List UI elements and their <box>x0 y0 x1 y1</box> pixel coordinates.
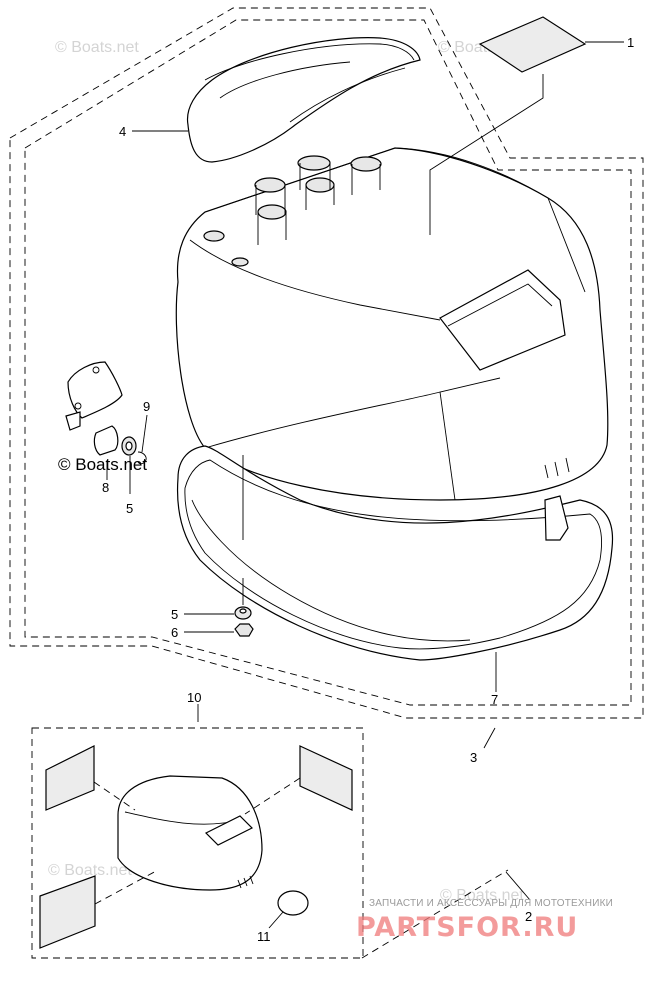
callout-5b: 5 <box>171 607 178 622</box>
watermark-text: © Boats.net <box>55 39 139 56</box>
top-cowling-part-3 <box>175 147 609 501</box>
callout-5a: 5 <box>126 501 133 516</box>
top-cover-part-4 <box>186 37 421 163</box>
callout-6: 6 <box>171 625 178 640</box>
washer-nut-parts <box>234 578 254 637</box>
watermark-text: © Boats.net <box>440 887 524 904</box>
assembly-boundary-inner <box>24 19 632 706</box>
callout-10: 10 <box>187 690 201 705</box>
callouts: 1 2 3 4 5 5 6 7 8 9 10 11 <box>102 35 634 944</box>
callout-9: 9 <box>143 399 150 414</box>
callout-11: 11 <box>257 929 271 944</box>
branding-tagline: ЗАПЧАСТИ И АКСЕССУАРЫ ДЛЯ МОТОТЕХНИКИ <box>369 898 613 909</box>
lever-bracket-part-8 <box>65 361 147 465</box>
watermark-copyright: © Boats.net <box>58 455 147 474</box>
intake-bosses <box>203 155 382 267</box>
assembly-boundary-outer <box>9 7 644 719</box>
leader-lines <box>106 41 624 929</box>
callout-8: 8 <box>102 480 109 495</box>
decal-kit-part-10 <box>39 745 353 949</box>
watermark-text: © Boats.net <box>48 862 132 879</box>
callout-2: 2 <box>525 909 532 924</box>
decal-part-1 <box>478 16 587 73</box>
branding-logo-text: PARTSFOR.RU <box>356 912 578 943</box>
seal-part-7 <box>176 445 614 661</box>
callout-1: 1 <box>627 35 634 50</box>
callout-4: 4 <box>119 124 126 139</box>
emblem-part-11 <box>277 890 309 916</box>
decal-kit-boundary <box>31 727 364 959</box>
kit-leader-dashed <box>361 869 509 959</box>
nut-part-6 <box>234 623 254 637</box>
callout-7: 7 <box>491 692 498 707</box>
callout-3: 3 <box>470 750 477 765</box>
vent-grille <box>439 269 566 371</box>
site-branding: ЗАПЧАСТИ И АКСЕССУАРЫ ДЛЯ МОТОТЕХНИКИ PA… <box>356 898 613 943</box>
